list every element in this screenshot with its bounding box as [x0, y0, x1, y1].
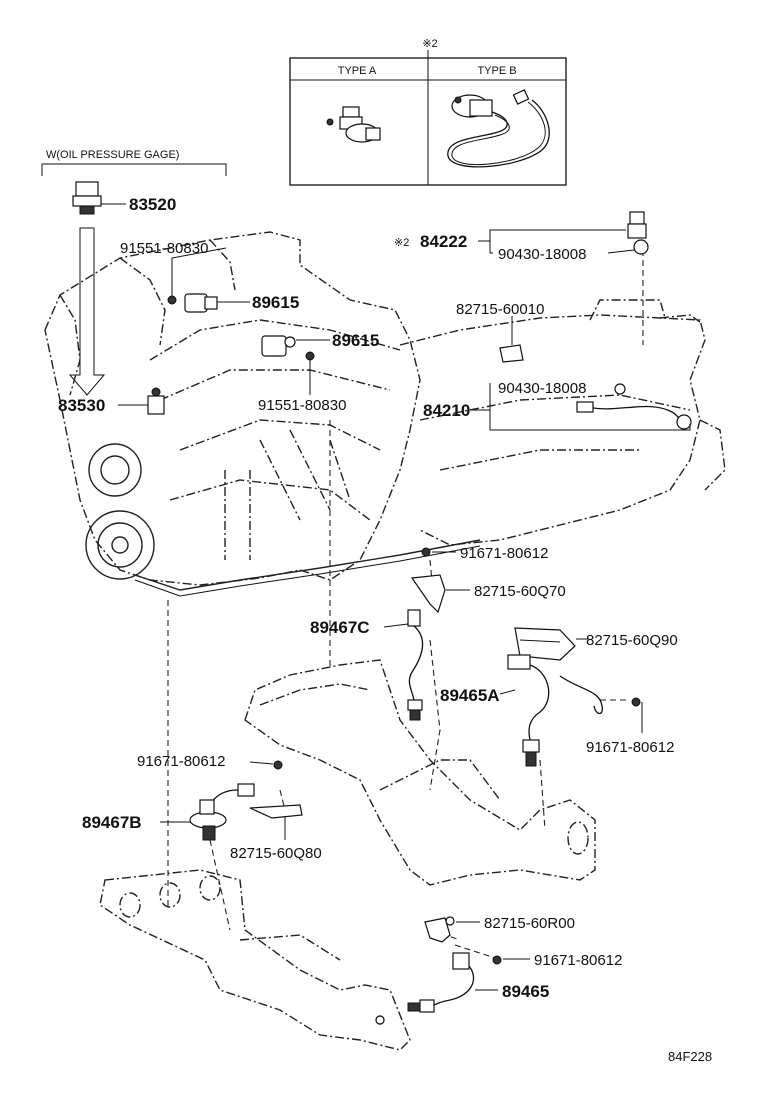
bolt-91671-a	[421, 547, 431, 557]
replacement-arrow	[68, 227, 106, 396]
part-number-84210[interactable]: 84210	[423, 401, 470, 420]
part-number-89467C[interactable]: 89467C	[310, 618, 370, 637]
oil-pressure-option: W(OIL PRESSURE GAGE) 83520	[41, 149, 227, 396]
part-number-89465A[interactable]: 89465A	[440, 686, 500, 705]
bolt-91551-top	[167, 295, 177, 305]
knock-sensor-83530	[147, 387, 165, 415]
speed-sensor-84222	[627, 211, 649, 255]
part-number-91551-80830-top[interactable]: 91551-80830	[120, 240, 208, 257]
crank-pulley	[85, 510, 155, 580]
left-exhaust-manifold	[99, 869, 411, 1051]
part-number-91551-80830-middle[interactable]: 91551-80830	[258, 397, 346, 414]
oxygen-sensor-89465	[407, 952, 475, 1013]
part-number-82715-60Q80[interactable]: 82715-60Q80	[230, 845, 322, 862]
upper-pulley	[88, 443, 142, 497]
part-84222-note-mark: ※2	[394, 237, 409, 249]
speed-sensor-84210	[576, 401, 692, 430]
part-number-89615-top[interactable]: 89615	[252, 293, 299, 312]
bolt-91671-b	[631, 697, 641, 707]
oxygen-sensor-89467C	[407, 609, 424, 721]
part-number-82715-60R00[interactable]: 82715-60R00	[484, 915, 575, 932]
bolt-91671-d	[492, 955, 502, 965]
bolt-91551-mid	[305, 351, 315, 361]
part-number-91671-80612-d[interactable]: 91671-80612	[534, 952, 622, 969]
type-box-note-mark: ※2	[422, 38, 437, 50]
part-number-89467B[interactable]: 89467B	[82, 813, 142, 832]
cam-position-sensor-top	[167, 293, 218, 313]
option-bracket	[41, 163, 227, 176]
part-number-89465[interactable]: 89465	[502, 982, 549, 1001]
transmission-illustration	[399, 299, 726, 546]
gasket-90430-top	[633, 239, 649, 255]
gasket-90430-middle	[614, 383, 626, 395]
part-number-89615-middle[interactable]: 89615	[332, 331, 379, 350]
part-number-90430-18008-middle[interactable]: 90430-18008	[498, 380, 586, 397]
type-b-header: TYPE B	[477, 65, 516, 77]
part-number-82715-60Q90[interactable]: 82715-60Q90	[586, 632, 678, 649]
reference-leaders	[167, 250, 644, 959]
part-number-91671-80612-c[interactable]: 91671-80612	[137, 753, 225, 770]
cam-position-sensor-middle	[261, 335, 315, 361]
part-number-82715-60Q70[interactable]: 82715-60Q70	[474, 583, 566, 600]
type-a-header: TYPE A	[338, 65, 377, 77]
bracket-82715-60Q70	[410, 574, 446, 614]
part-number-91671-80612-b[interactable]: 91671-80612	[586, 739, 674, 756]
part-number-84222[interactable]: 84222	[420, 232, 467, 251]
bracket-82715-60Q90	[514, 627, 576, 661]
bolt-91671-c	[273, 760, 283, 770]
oil-pressure-switch-83520	[72, 181, 102, 215]
type-a-sender-illustration	[326, 106, 381, 143]
bracket-82715-60R00	[424, 916, 455, 943]
right-exhaust-manifold	[244, 659, 596, 886]
part-number-83520[interactable]: 83520	[129, 195, 176, 214]
part-number-90430-18008-top[interactable]: 90430-18008	[498, 246, 586, 263]
oxygen-sensor-89465A	[507, 654, 603, 767]
oil-pressure-gage-label: W(OIL PRESSURE GAGE)	[46, 149, 179, 161]
type-b-sender-illustration	[447, 89, 550, 168]
sheet-code: 84F228	[668, 1049, 712, 1064]
bracket-82715-60Q80	[249, 804, 303, 819]
part-number-91671-80612-a[interactable]: 91671-80612	[460, 545, 548, 562]
part-number-83530[interactable]: 83530	[58, 396, 105, 415]
part-number-82715-60010[interactable]: 82715-60010	[456, 301, 544, 318]
bracket-82715-60010	[499, 344, 524, 363]
type-comparison-box: TYPE A TYPE B ※2	[289, 38, 567, 186]
oxygen-sensor-89467B	[189, 783, 255, 841]
engine-block-illustration	[44, 231, 481, 597]
